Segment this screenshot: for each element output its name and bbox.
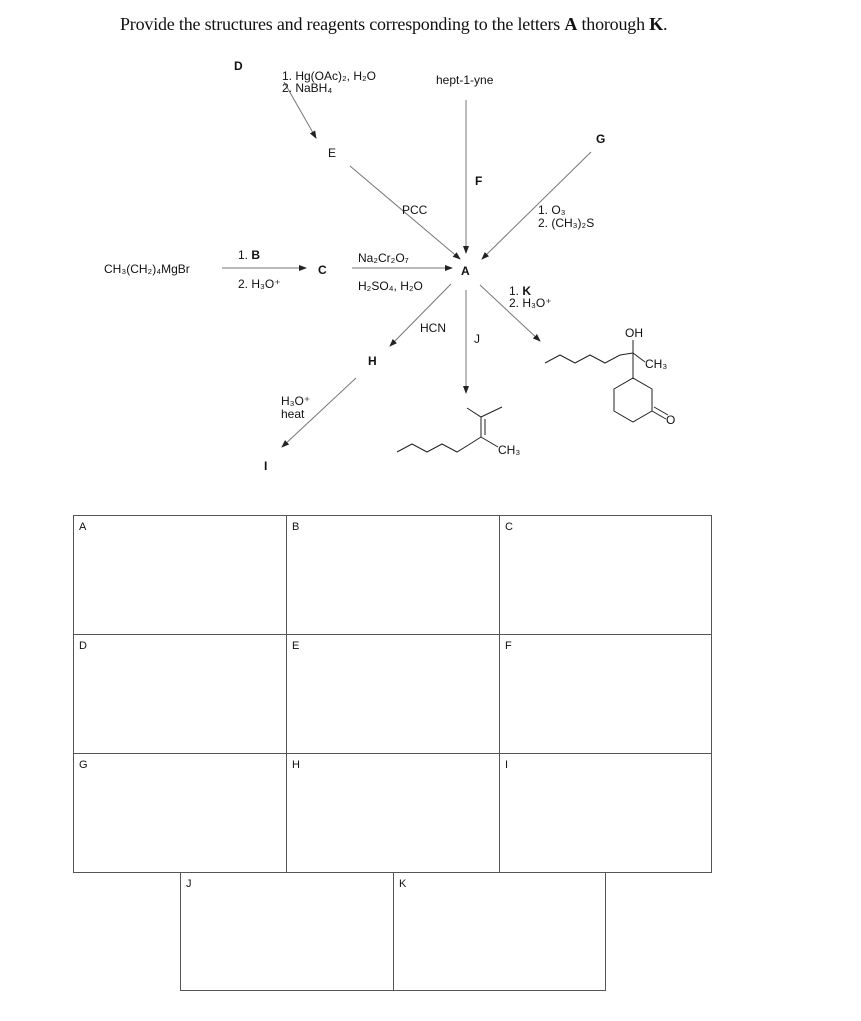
step-text: 1.	[238, 248, 252, 262]
reagent-dichromate: Na₂Cr₂O₇	[358, 251, 409, 265]
answer-box-a[interactable]: A	[73, 515, 287, 635]
box-label: K	[399, 878, 407, 890]
product-oh-label: OH	[625, 326, 643, 340]
box-label: G	[79, 759, 88, 771]
answer-box-j[interactable]: J	[180, 872, 394, 991]
label-i: I	[264, 459, 268, 473]
label-d: D	[234, 59, 243, 73]
box-label: E	[292, 640, 300, 652]
label-h: H	[368, 354, 377, 368]
reagent-oxymercuration-2: 2. NaBH₄	[282, 81, 333, 95]
title-text: Provide the structures and reagents corr…	[120, 14, 565, 34]
answer-box-e[interactable]: E	[286, 634, 500, 754]
answer-box-i[interactable]: I	[499, 753, 712, 873]
box-label: C	[505, 521, 513, 533]
reagent-k-step: 1. K	[509, 285, 531, 297]
arrow-a-to-h	[389, 283, 452, 347]
product-methyl-bond	[632, 352, 646, 363]
ketone-bond	[651, 410, 667, 420]
product-ch3-label: CH₃	[645, 357, 668, 371]
product-k-chain	[544, 352, 634, 364]
reagent-acid-workup: 2. H₃O⁺	[238, 277, 281, 291]
starting-grignard: CH₃(CH₂)₄MgBr	[104, 262, 190, 276]
title-text: thorough	[577, 14, 650, 34]
step-text: 1.	[509, 284, 523, 298]
answer-box-c[interactable]: C	[499, 515, 712, 635]
alkene-structure	[396, 436, 482, 453]
box-label: B	[292, 521, 300, 533]
title-text: .	[663, 14, 668, 34]
title-letter-k: K	[649, 14, 663, 34]
answer-box-b[interactable]: B	[286, 515, 500, 635]
answer-box-d[interactable]: D	[73, 634, 287, 754]
box-label: J	[186, 878, 192, 890]
box-label: D	[79, 640, 87, 652]
arrow-e-to-a	[349, 165, 461, 260]
label-g: G	[596, 132, 606, 146]
reagent-pcc: PCC	[402, 203, 428, 217]
label-j: J	[474, 332, 480, 346]
reagent-k-workup: 2. H₃O⁺	[509, 296, 552, 310]
label-b: B	[251, 248, 261, 262]
box-label: A	[79, 521, 87, 533]
answer-box-h[interactable]: H	[286, 753, 500, 873]
reagent-hcn: HCN	[420, 321, 446, 335]
reagent-hydronium: H₃O⁺	[281, 394, 311, 408]
reagent-ozone: 1. O₃	[538, 203, 566, 217]
title-letter-a: A	[564, 14, 578, 34]
arrow-h-to-i	[281, 377, 357, 448]
alkene-methyl	[480, 436, 499, 448]
box-label: F	[505, 640, 512, 652]
answer-box-k[interactable]: K	[393, 872, 606, 991]
label-a: A	[461, 264, 470, 278]
answer-box-f[interactable]: F	[499, 634, 712, 754]
cyclohexanone-ring	[613, 377, 653, 423]
ketone-bond-2	[653, 406, 669, 416]
box-label: I	[505, 759, 509, 771]
label-k: K	[522, 284, 532, 298]
reagent-heat: heat	[281, 407, 305, 421]
reagent-hept-1-yne: hept-1-yne	[436, 73, 494, 87]
label-c: C	[318, 263, 327, 277]
label-f: F	[475, 174, 483, 188]
arrow-a-to-product	[479, 284, 541, 342]
reagent-b-step: 1. B	[238, 249, 260, 261]
label-e: E	[328, 146, 337, 160]
reagent-sulfuric-acid: H₂SO₄, H₂O	[358, 279, 423, 293]
alkene-isopropylidene	[466, 406, 503, 418]
question-title: Provide the structures and reagents corr…	[120, 14, 668, 35]
box-label: H	[292, 759, 300, 771]
reagent-oxymercuration-1: 1. Hg(OAc)₂, H₂O	[282, 69, 376, 83]
ketone-o-label: O	[666, 413, 676, 427]
arrow-d-to-e	[283, 81, 317, 139]
answer-box-g[interactable]: G	[73, 753, 287, 873]
alkene-ch3-label: CH₃	[498, 443, 521, 457]
arrow-g-to-a	[481, 151, 592, 260]
reagent-dms: 2. (CH₃)₂S	[538, 216, 595, 230]
